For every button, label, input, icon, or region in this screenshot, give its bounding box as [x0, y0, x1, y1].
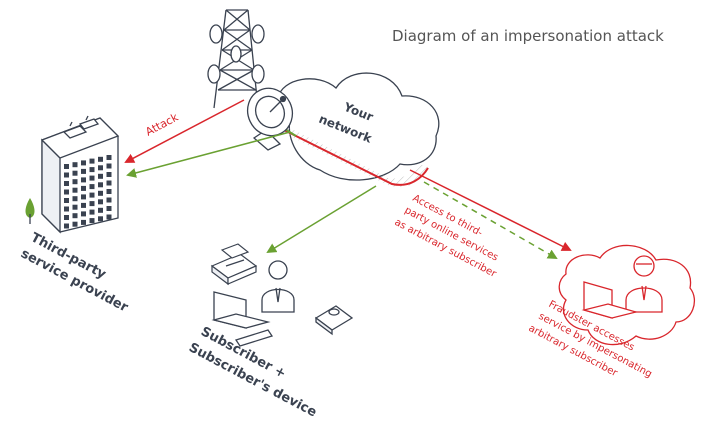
- building-window: [81, 194, 86, 200]
- building-window: [89, 158, 95, 164]
- building-window: [64, 172, 69, 178]
- building-window: [106, 206, 112, 211]
- desk-phone-icon: [210, 243, 258, 286]
- building-window: [106, 197, 112, 203]
- building-window: [64, 198, 69, 203]
- building-window: [106, 155, 112, 160]
- building-window: [98, 165, 103, 171]
- subscriber-arrow: [266, 185, 377, 254]
- network-cloud: [275, 72, 440, 187]
- building-windows: [64, 155, 112, 229]
- building-window: [98, 190, 103, 196]
- building-window: [89, 192, 95, 198]
- building-window: [81, 177, 86, 183]
- building-window: [81, 211, 86, 217]
- building-window: [64, 164, 69, 169]
- legit-provider-arrow: [126, 131, 291, 178]
- building-window: [98, 199, 103, 205]
- building-window: [81, 160, 86, 166]
- building-window: [72, 162, 78, 168]
- building-window: [98, 156, 103, 162]
- building-window: [72, 170, 78, 176]
- subscriber-person-icon: [261, 260, 295, 313]
- building-window: [89, 201, 95, 207]
- fraudster-laptop-icon: [581, 281, 639, 319]
- building-window: [89, 184, 95, 190]
- building-window: [106, 189, 112, 194]
- building-window: [98, 173, 103, 179]
- fraudster-person-icon: [625, 255, 663, 313]
- building-window: [72, 187, 78, 193]
- building-window: [81, 219, 86, 225]
- attack-label: Attack: [143, 110, 181, 138]
- cell-tower-icon: [207, 9, 265, 109]
- building-window: [81, 185, 86, 191]
- building-window: [106, 180, 112, 186]
- fraud-access-arrow: [409, 169, 572, 251]
- attack-arrow: [124, 99, 245, 163]
- building-window: [81, 202, 86, 208]
- building-window: [64, 223, 69, 229]
- diagram-title: Diagram of an impersonation attack: [392, 27, 664, 45]
- fraud-legit-arrow: [423, 181, 558, 259]
- tree-icon: [25, 198, 35, 224]
- building-window: [64, 215, 69, 220]
- building-window: [81, 168, 86, 174]
- building-window: [64, 181, 69, 186]
- building-window: [98, 182, 103, 188]
- building-window: [72, 179, 78, 185]
- building-window: [89, 218, 95, 224]
- building-window: [98, 207, 103, 213]
- building-window: [89, 167, 95, 173]
- building-window: [89, 175, 95, 181]
- building-window: [106, 214, 112, 220]
- building-window: [72, 196, 78, 202]
- building-window: [98, 216, 103, 222]
- building-window: [72, 213, 78, 219]
- building-window: [72, 221, 78, 227]
- building-window: [106, 172, 112, 177]
- satellite-dish-icon: [246, 87, 294, 151]
- building-window: [64, 206, 69, 212]
- building-window: [89, 209, 95, 215]
- building-window: [106, 163, 112, 169]
- smartphone-icon: [314, 305, 354, 336]
- building-window: [72, 204, 78, 210]
- building-window: [64, 189, 69, 195]
- laptop-icon: [211, 291, 274, 347]
